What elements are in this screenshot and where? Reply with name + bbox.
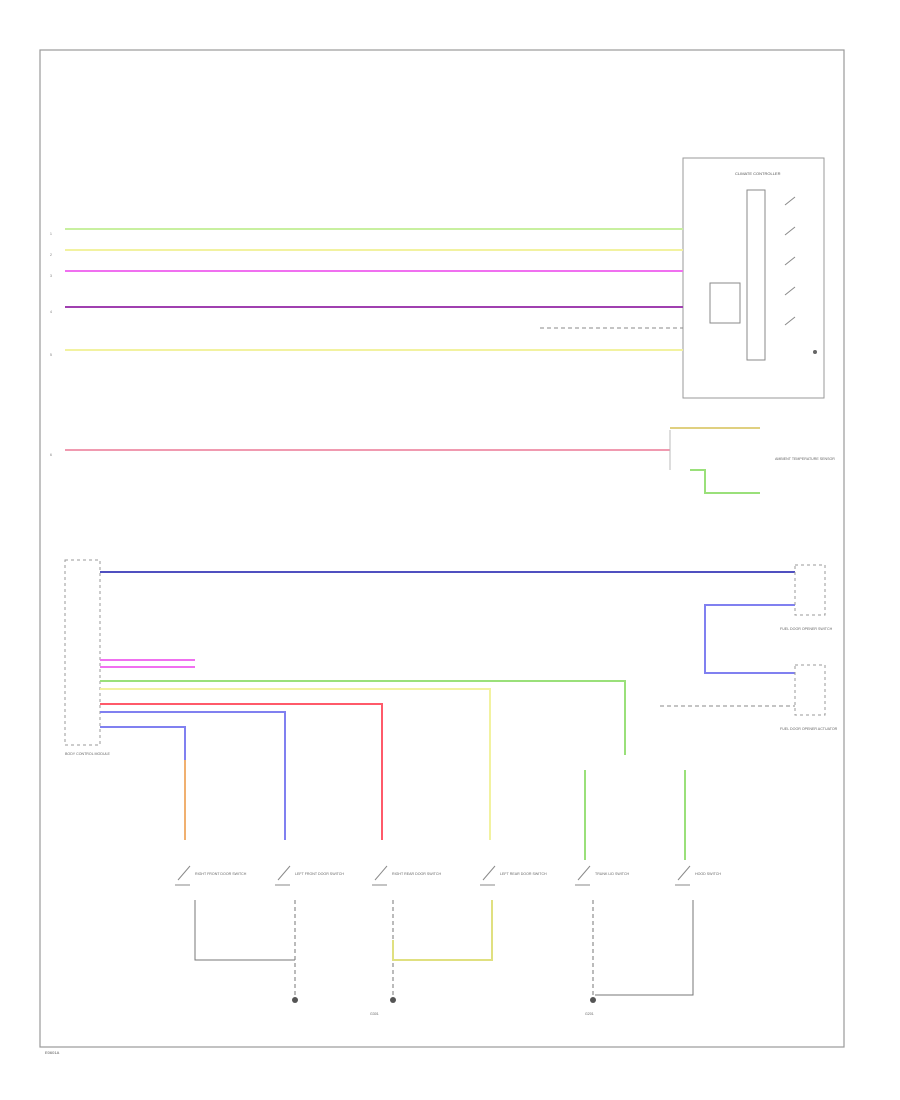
svg-text:6: 6 xyxy=(50,453,52,457)
bcm-label: BODY CONTROL MODULE xyxy=(65,752,111,756)
fuel-door-group: FUEL DOOR OPENER SWITCH FUEL DOOR OPENER… xyxy=(660,564,838,731)
body-control-module: BODY CONTROL MODULE xyxy=(64,559,111,756)
fuel-door-switch-label: FUEL DOOR OPENER SWITCH xyxy=(780,627,833,631)
diagram-border xyxy=(39,49,845,1048)
door-switch-5: TRUNK LID SWITCH xyxy=(575,865,630,886)
door-switch-1: RIGHT FRONT DOOR SWITCH xyxy=(175,865,247,886)
svg-text:4: 4 xyxy=(50,310,52,314)
svg-text:RIGHT FRONT DOOR SWITCH: RIGHT FRONT DOOR SWITCH xyxy=(195,872,247,876)
svg-text:3: 3 xyxy=(50,274,52,278)
svg-text:1: 1 xyxy=(50,232,52,236)
controller-wires: 1 2 3 4 5 xyxy=(50,228,683,357)
page-id: E0601A xyxy=(45,1050,60,1055)
svg-text:LEFT FRONT DOOR SWITCH: LEFT FRONT DOOR SWITCH xyxy=(295,872,344,876)
svg-text:5: 5 xyxy=(50,353,52,357)
ground-1-label: G301 xyxy=(370,1012,379,1016)
door-switch-4: LEFT REAR DOOR SWITCH xyxy=(480,865,547,886)
fuel-door-actuator-label: FUEL DOOR OPENER ACTUATOR xyxy=(780,727,838,731)
door-switch-2: LEFT FRONT DOOR SWITCH xyxy=(275,865,344,886)
door-switch-6: HOOD SWITCH xyxy=(675,865,721,886)
svg-text:TRUNK LID SWITCH: TRUNK LID SWITCH xyxy=(595,872,630,876)
switch-feeds xyxy=(584,770,686,860)
ambient-sensor-label: AMBIENT TEMPERATURE SENSOR xyxy=(775,457,835,461)
door-switch-3: RIGHT REAR DOOR SWITCH xyxy=(372,865,441,886)
svg-text:RIGHT REAR DOOR SWITCH: RIGHT REAR DOOR SWITCH xyxy=(392,872,441,876)
ground-2-label: G201 xyxy=(585,1012,594,1016)
svg-text:HOOD SWITCH: HOOD SWITCH xyxy=(695,872,721,876)
climate-controller: CLIMATE CONTROLLER xyxy=(682,157,825,399)
ambient-sensor: AMBIENT TEMPERATURE SENSOR 6 xyxy=(50,427,835,494)
ground-wiring: G301 G201 xyxy=(194,900,694,1016)
svg-text:LEFT REAR DOOR SWITCH: LEFT REAR DOOR SWITCH xyxy=(500,872,547,876)
door-switches: RIGHT FRONT DOOR SWITCH LEFT FRONT DOOR … xyxy=(175,865,721,886)
controller-title: CLIMATE CONTROLLER xyxy=(735,171,781,176)
svg-text:2: 2 xyxy=(50,253,52,257)
bcm-wires xyxy=(100,571,795,840)
